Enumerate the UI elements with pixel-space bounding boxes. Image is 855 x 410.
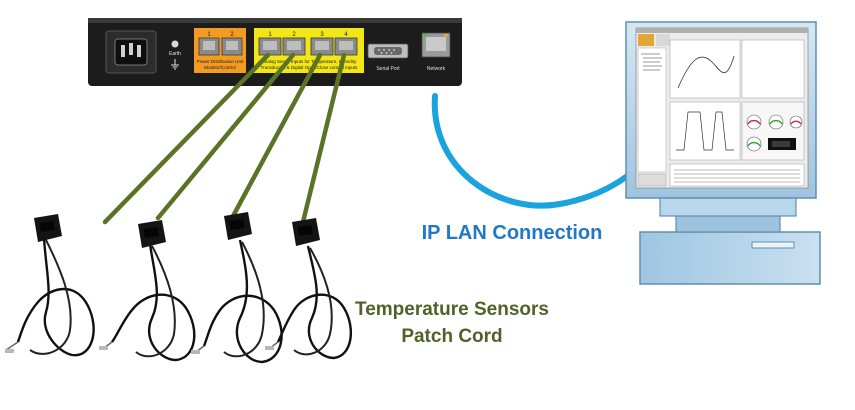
gauge-icons bbox=[746, 114, 803, 152]
rj-connector-icon-1 bbox=[34, 214, 62, 242]
sensor-cable-3 bbox=[229, 52, 323, 221]
earth-label: Earth bbox=[169, 51, 181, 57]
network-port[interactable]: Network bbox=[421, 32, 451, 72]
serial-port[interactable]: Serial Port bbox=[367, 43, 409, 72]
pdu-port-number-1: 1 bbox=[207, 32, 211, 38]
rj-connector-icon-2 bbox=[138, 220, 166, 248]
sensor-cable-1 bbox=[102, 52, 271, 225]
computer bbox=[625, 21, 821, 285]
patch-cord-label: Patch Cord bbox=[401, 326, 502, 347]
rj-connector-icon-4 bbox=[292, 218, 320, 246]
temperature-sensor-2 bbox=[99, 220, 196, 362]
sensor-port-number-1: 1 bbox=[268, 32, 272, 38]
temperature-sensor-3 bbox=[191, 212, 283, 364]
lan-cable bbox=[431, 93, 651, 209]
pdu-port-number-2: 2 bbox=[230, 32, 234, 38]
sensor-hub-device: Earth 1 2 Power Distribution Unit Monito… bbox=[88, 18, 462, 86]
sensor-port-number-4: 4 bbox=[344, 32, 348, 38]
sensor-cable-4 bbox=[299, 52, 347, 229]
pdu-port-block: 1 2 Power Distribution Unit Monitor/Cont… bbox=[194, 28, 246, 73]
network-led-icon bbox=[424, 34, 428, 37]
serial-port-label: Serial Port bbox=[376, 66, 400, 72]
temperature-sensors bbox=[5, 212, 352, 364]
ip-lan-connection-label: IP LAN Connection bbox=[422, 222, 603, 244]
earth-screw-icon bbox=[171, 40, 179, 48]
computer-tower bbox=[639, 231, 821, 285]
sensor-port-number-2: 2 bbox=[292, 32, 296, 38]
ground-symbol-icon bbox=[171, 59, 179, 70]
temperature-sensors-label: Temperature Sensors bbox=[355, 299, 549, 320]
sensor-label-line2: Transducers & Digital Open/Close contact… bbox=[261, 65, 359, 70]
sensor-cables bbox=[102, 52, 347, 229]
sensor-label-line1: Analog Sense Inputs for Temperature, Hum… bbox=[262, 59, 357, 64]
monitoring-software-screen bbox=[635, 27, 809, 189]
pdu-label-line1: Power Distribution Unit bbox=[197, 59, 244, 64]
sensor-port-number-3: 3 bbox=[320, 32, 324, 38]
pdu-label-line2: Monitor/Control bbox=[204, 65, 235, 70]
sensor-port-block: 1 2 3 4 Analog Sense Inputs for Temperat… bbox=[254, 28, 364, 73]
rj-connector-icon-3 bbox=[224, 212, 252, 240]
sensor-cable-2 bbox=[155, 52, 296, 221]
temperature-sensor-1 bbox=[5, 214, 95, 357]
network-port-label: Network bbox=[427, 66, 446, 72]
power-inlet-icon bbox=[105, 30, 157, 74]
temperature-sensor-4 bbox=[265, 218, 352, 360]
earth-terminal: Earth bbox=[169, 40, 181, 70]
